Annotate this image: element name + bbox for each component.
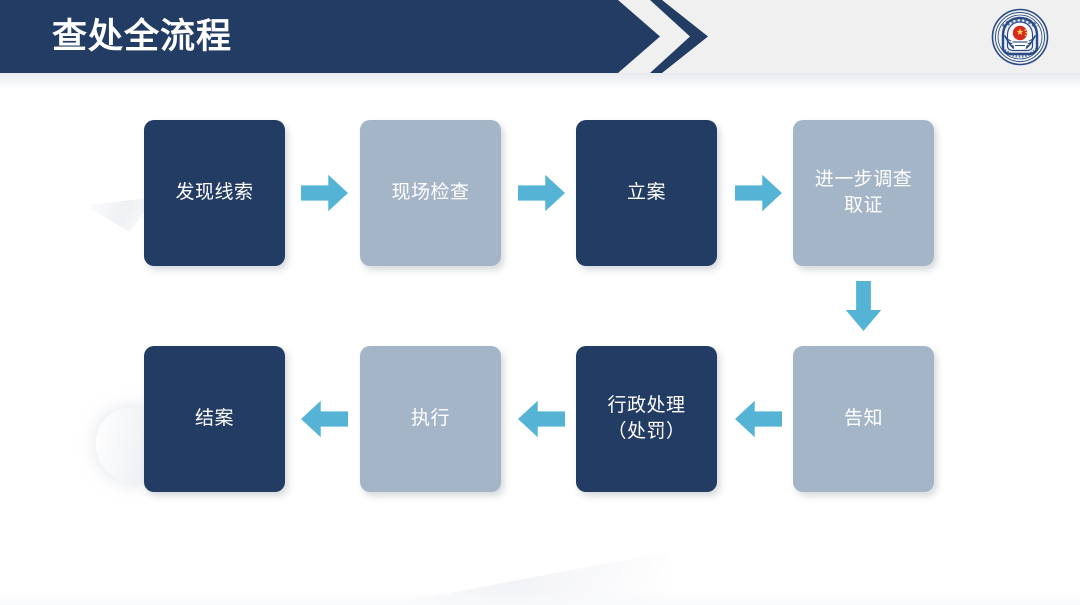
arrow-left-icon-penalty-to-enforcement (518, 400, 565, 438)
arrow-right-icon-inspection-to-filing (518, 174, 565, 212)
flow-node-administrative-penalty[interactable]: 行政处理 （处罚） (576, 346, 717, 492)
header-banner-shape (0, 0, 660, 73)
flow-node-case-closure[interactable]: 结案 (144, 346, 285, 492)
flow-node-case-filing[interactable]: 立案 (576, 120, 717, 266)
flow-node-label: 现场检查 (391, 182, 470, 204)
page-title: 查处全流程 (52, 17, 233, 56)
decorative-bottom-band (0, 590, 1080, 605)
arrow-right-icon-clue-to-inspection (301, 174, 348, 212)
arrow-right-icon-filing-to-investigation (735, 174, 782, 212)
flow-node-label: 立案 (626, 182, 666, 204)
arrow-left-icon-notification-to-penalty (735, 400, 782, 438)
arrow-down-icon-investigation-to-notification (845, 281, 882, 331)
flow-node-label: 发现线索 (175, 182, 254, 204)
decorative-swoosh-shape (370, 551, 670, 605)
flow-node-discover-clue[interactable]: 发现线索 (144, 120, 285, 266)
flow-node-enforcement[interactable]: 执行 (360, 346, 501, 492)
flow-node-further-investigation[interactable]: 进一步调查 取证 (793, 120, 934, 266)
header-underglow (0, 73, 1080, 89)
flow-node-label: 执行 (410, 408, 450, 430)
flow-node-label: 行政处理 （处罚） (607, 395, 686, 442)
slide-header: 查处全流程 (0, 0, 1080, 78)
flow-node-label: 进一步调查 取证 (814, 169, 913, 216)
flow-node-label: 结案 (194, 408, 234, 430)
flow-node-label: 告知 (843, 408, 883, 430)
market-supervision-administration-emblem-icon (991, 8, 1049, 66)
flow-node-on-site-inspection[interactable]: 现场检查 (360, 120, 501, 266)
arrow-left-icon-enforcement-to-closure (301, 400, 348, 438)
flow-node-notification[interactable]: 告知 (793, 346, 934, 492)
